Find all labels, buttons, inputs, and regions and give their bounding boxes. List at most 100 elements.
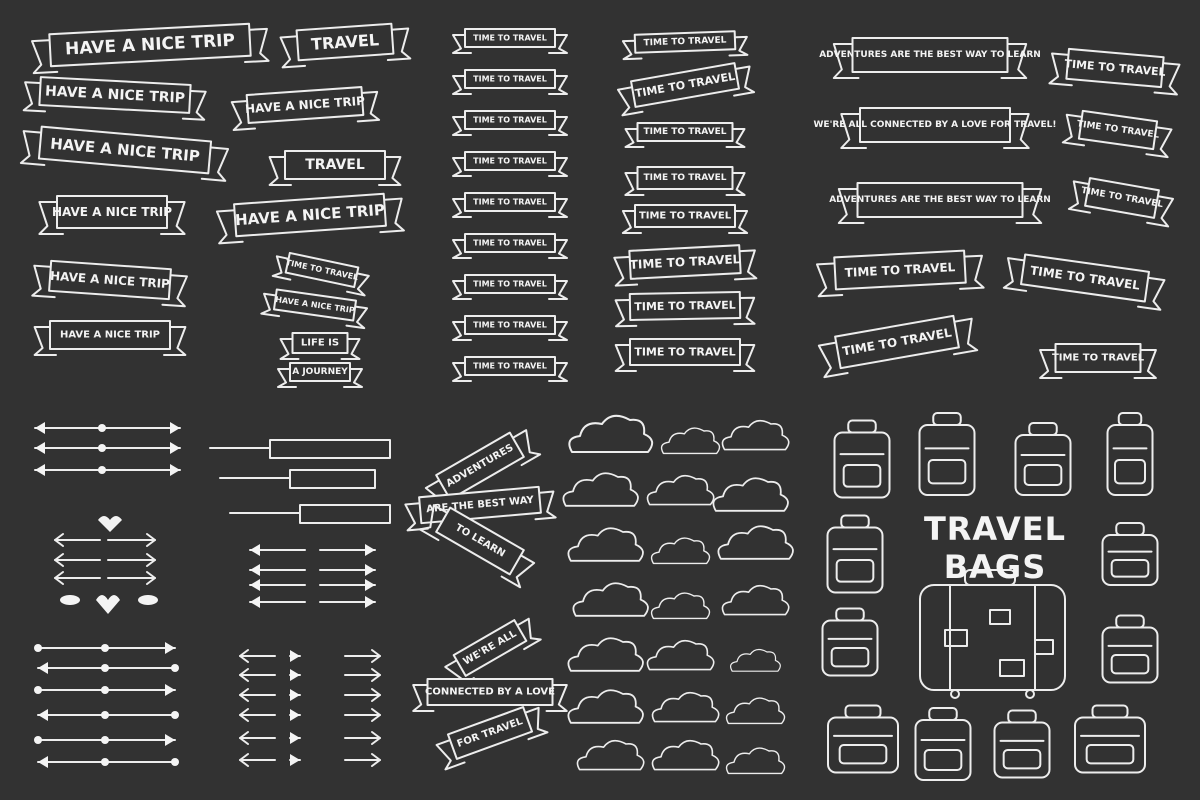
ribbon-body <box>464 110 556 130</box>
ribbon-body <box>426 678 554 706</box>
ribbon-tail-left <box>840 113 867 149</box>
ribbon-tail-right <box>725 128 746 148</box>
cloud-icon <box>650 592 711 620</box>
arrow-icon <box>104 711 179 719</box>
arrow-icon <box>344 649 381 663</box>
cloud-icon <box>730 648 781 672</box>
cloud-icon <box>660 427 721 455</box>
ribbon-banner: TIME TO TRAVEL <box>1048 47 1181 96</box>
banner-label: TIME TO TRAVEL <box>634 299 736 314</box>
ribbon-tail-left <box>452 116 472 136</box>
ribbon-banner: TIME TO TRAVEL <box>1002 253 1166 311</box>
ribbon-tail-right <box>1003 113 1030 149</box>
banner-label: TIME TO TRAVEL <box>473 198 547 207</box>
cloud-icon <box>725 747 786 775</box>
ribbon-tail-right <box>343 368 363 388</box>
arrow-icon <box>37 756 106 768</box>
arrow-icon <box>249 579 306 591</box>
ribbon-tail-right <box>548 75 568 95</box>
ribbon-banner: TIME TO TRAVEL <box>817 314 979 379</box>
banner-label: TIME TO TRAVEL <box>473 116 547 125</box>
ribbon-tail-left <box>230 99 257 132</box>
arrow-icon <box>101 464 181 476</box>
ribbon-tail-left <box>279 338 300 360</box>
ribbon-body <box>245 86 365 124</box>
ribbon-body <box>233 192 387 238</box>
ribbon-body <box>446 706 534 760</box>
ribbon-banner: TIME TO TRAVEL <box>1061 109 1173 159</box>
ribbon-body <box>464 233 556 253</box>
ribbon-banner: TIME TO TRAVEL <box>616 62 756 117</box>
flag-banner <box>209 439 391 459</box>
ribbon-tail-right <box>1015 188 1043 224</box>
ribbon-tail-right <box>161 273 188 308</box>
arrow-icon <box>344 688 381 702</box>
ribbon-tail-right <box>947 317 979 356</box>
banner-label: LIFE IS <box>301 338 339 349</box>
arrow-icon <box>104 734 176 746</box>
ribbon-tail-right <box>728 65 756 97</box>
ribbon-banner: ADVENTURES ARE THE BEST WAY TO LEARN <box>819 37 1041 79</box>
ribbon-tail-right <box>354 90 381 123</box>
ribbon-tail-right <box>733 344 756 372</box>
ribbon-tail-left <box>435 737 466 771</box>
ribbon-tail-right <box>242 27 270 64</box>
travel-bags-title: TRAVEL BAGS <box>923 510 1067 586</box>
ribbon-body <box>628 291 742 321</box>
ribbon-body <box>48 22 252 68</box>
leaf-icon <box>138 595 158 605</box>
ribbon-banner: FOR TRAVEL <box>435 706 549 771</box>
cloud-icon <box>646 474 715 506</box>
arrow-icon <box>344 668 381 682</box>
suitcase-icon <box>821 607 879 677</box>
banner-label: TIME TO TRAVEL <box>644 173 727 183</box>
arrow-icon <box>34 686 106 694</box>
ribbon-tail-left <box>1061 113 1089 147</box>
arrow-dot <box>101 758 109 766</box>
ribbon-body <box>464 151 556 171</box>
ribbon-tail-right <box>725 172 746 196</box>
arrow-icon <box>37 709 106 721</box>
arrow-icon <box>101 422 181 434</box>
cloud-icon <box>712 477 789 512</box>
banner-label: HAVE A NICE TRIP <box>60 330 160 341</box>
arrow-icon <box>239 688 276 702</box>
arrow-icon <box>107 553 156 567</box>
ribbon-tail-right <box>340 338 361 360</box>
arrow-icon <box>104 642 176 654</box>
ribbon-tail-right <box>384 27 412 62</box>
ribbon-banner: TIME TO TRAVEL <box>613 244 758 287</box>
ribbon-tail-left <box>832 43 860 79</box>
ribbon-body <box>295 22 395 62</box>
ribbon-body <box>464 192 556 212</box>
arrow-icon <box>344 708 381 722</box>
banner-label: TIME TO TRAVEL <box>473 157 547 166</box>
arrow-icon <box>289 689 301 701</box>
arrow-icon <box>54 571 101 585</box>
ribbon-banner: TIME TO TRAVEL <box>624 166 746 196</box>
ribbon-tail-right <box>1000 43 1028 79</box>
ribbon-banner: HAVE A NICE TRIP <box>260 288 369 330</box>
ribbon-banner: TIME TO TRAVEL <box>452 28 568 54</box>
ribbon-body <box>49 320 171 350</box>
arrow-icon <box>344 753 381 767</box>
ribbon-tail-right <box>548 362 568 382</box>
leaf-icon <box>60 595 80 605</box>
ribbon-tail-right <box>345 304 369 330</box>
banner-label: TIME TO TRAVEL <box>473 34 547 43</box>
banner-label: ADVENTURES ARE THE BEST WAY TO LEARN <box>829 195 1051 205</box>
ribbon-tail-right <box>548 239 568 259</box>
arrow-icon <box>107 533 156 547</box>
arrow-icon <box>289 754 301 766</box>
ribbon-body <box>464 69 556 89</box>
ribbon-banner: TRAVEL <box>279 22 412 69</box>
suitcase-icon <box>1106 412 1154 496</box>
ribbon-banner: HAVE A NICE TRIP <box>31 22 270 75</box>
ribbon-body <box>636 122 734 142</box>
banner-label: TIME TO TRAVEL <box>1052 353 1145 364</box>
ribbon-tail-right <box>200 145 230 182</box>
cloud-collection <box>562 414 794 775</box>
ribbon-tail-left <box>624 128 645 148</box>
arrow-dot <box>98 444 106 452</box>
ribbon-banner: ADVENTURES ARE THE BEST WAY TO LEARN <box>829 182 1051 224</box>
